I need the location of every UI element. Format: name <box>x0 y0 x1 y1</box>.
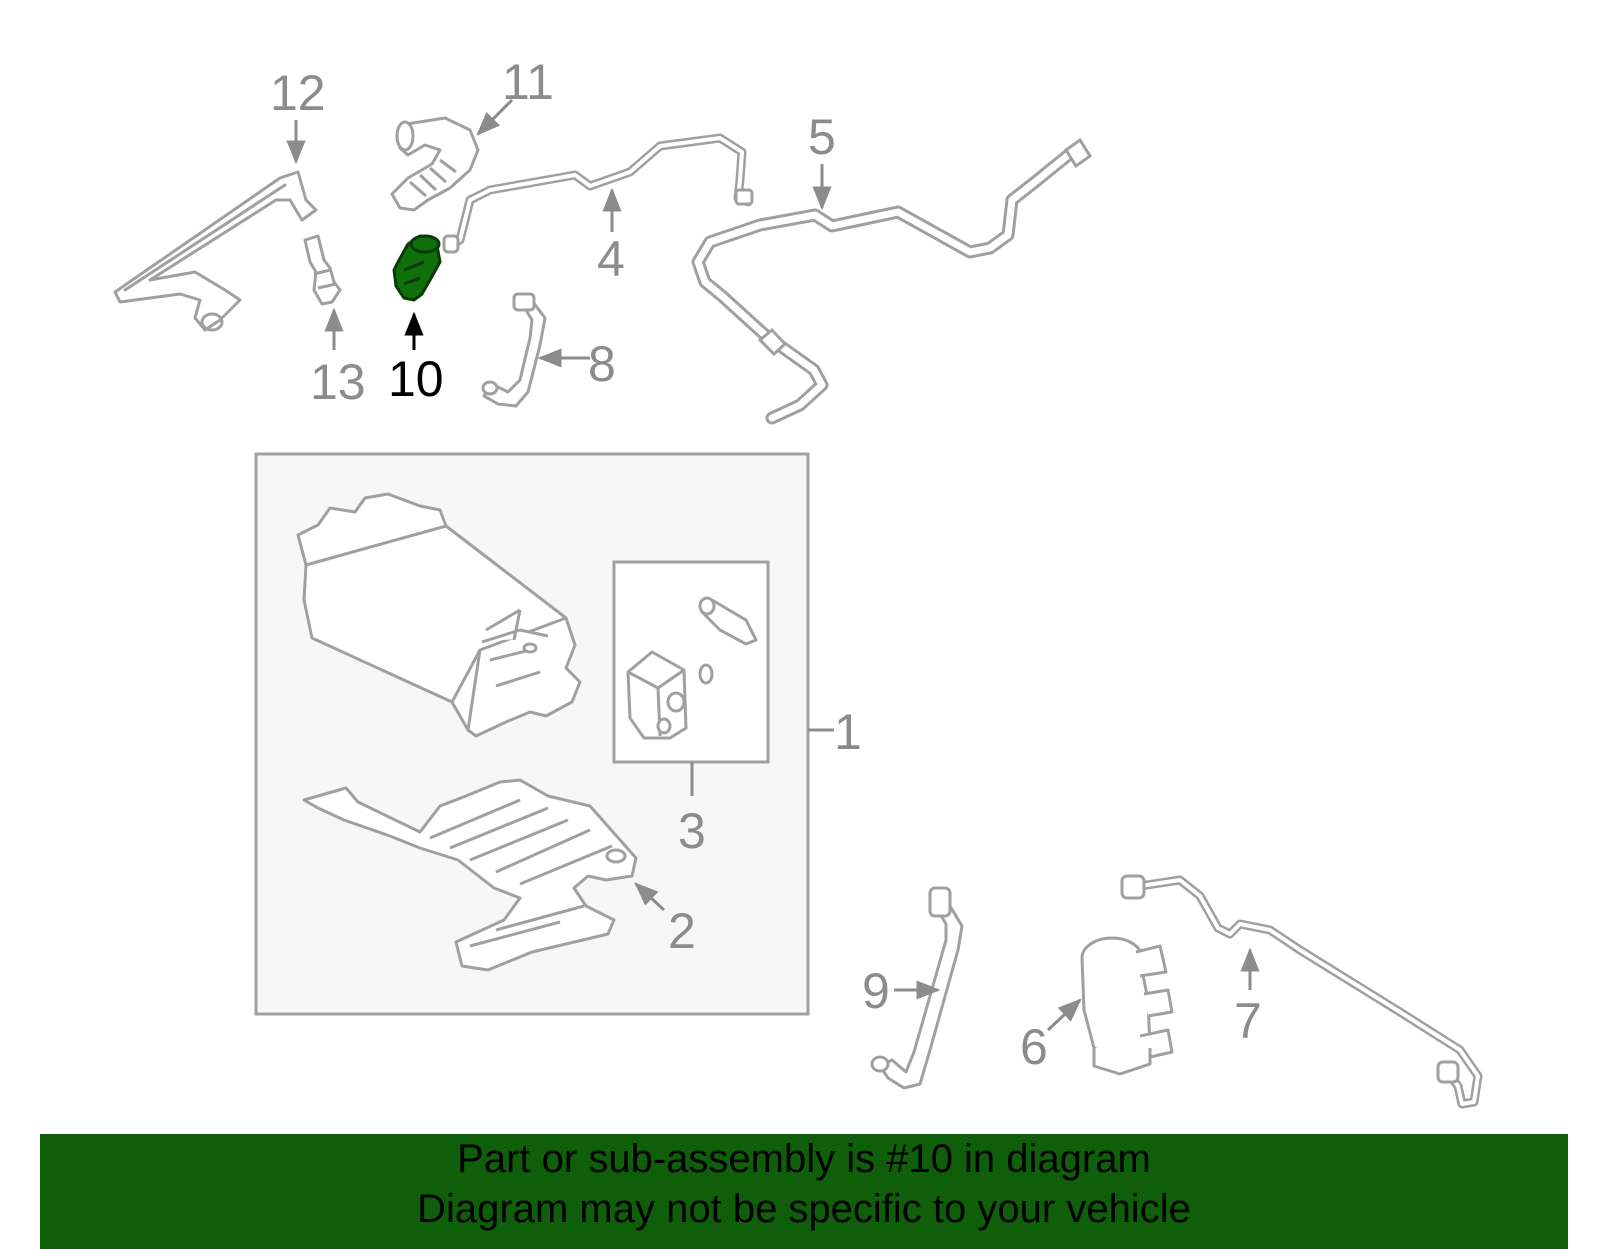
part-3-kit-box <box>612 560 770 764</box>
part-6-pump[interactable] <box>1080 936 1174 1076</box>
banner-line-2: Diagram may not be specific to your vehi… <box>417 1187 1191 1231</box>
part-11-hose[interactable] <box>390 116 480 212</box>
callout-9: 9 <box>862 963 890 1019</box>
part-7-tube[interactable] <box>1135 875 1483 1109</box>
callout-1: 1 <box>834 704 862 760</box>
callout-10-highlighted: 10 <box>388 351 444 407</box>
callout-3: 3 <box>678 803 706 859</box>
part-5-line[interactable] <box>691 145 1079 425</box>
part-5-ends <box>757 137 1093 357</box>
callout-12: 12 <box>270 65 326 121</box>
leader-lines <box>286 98 1260 1032</box>
part-7-ends <box>1120 874 1460 1084</box>
part-8-sensor[interactable] <box>481 292 547 408</box>
part-4-tube[interactable] <box>445 133 753 251</box>
part-3-filter[interactable] <box>698 596 758 646</box>
callout-5: 5 <box>808 109 836 165</box>
part-12-hose[interactable] <box>113 170 318 332</box>
canister[interactable] <box>296 492 582 738</box>
banner-line-1: Part or sub-assembly is #10 in diagram <box>457 1137 1151 1181</box>
callout-7: 7 <box>1234 993 1262 1049</box>
part-10-valve[interactable] <box>392 234 442 302</box>
part-3-block[interactable] <box>626 650 714 740</box>
callout-11: 11 <box>502 54 554 110</box>
callout-8: 8 <box>588 336 616 392</box>
callout-2: 2 <box>668 903 696 959</box>
part-2-shield[interactable] <box>302 778 638 972</box>
callout-6: 6 <box>1020 1019 1048 1075</box>
part-13-sensor[interactable] <box>303 234 342 306</box>
callout-13: 13 <box>310 354 366 410</box>
part-4-ends <box>442 188 754 254</box>
part-9-sensor[interactable] <box>870 886 964 1090</box>
callout-4: 4 <box>597 231 625 287</box>
info-banner: Part or sub-assembly is #10 in diagram D… <box>40 1134 1568 1249</box>
